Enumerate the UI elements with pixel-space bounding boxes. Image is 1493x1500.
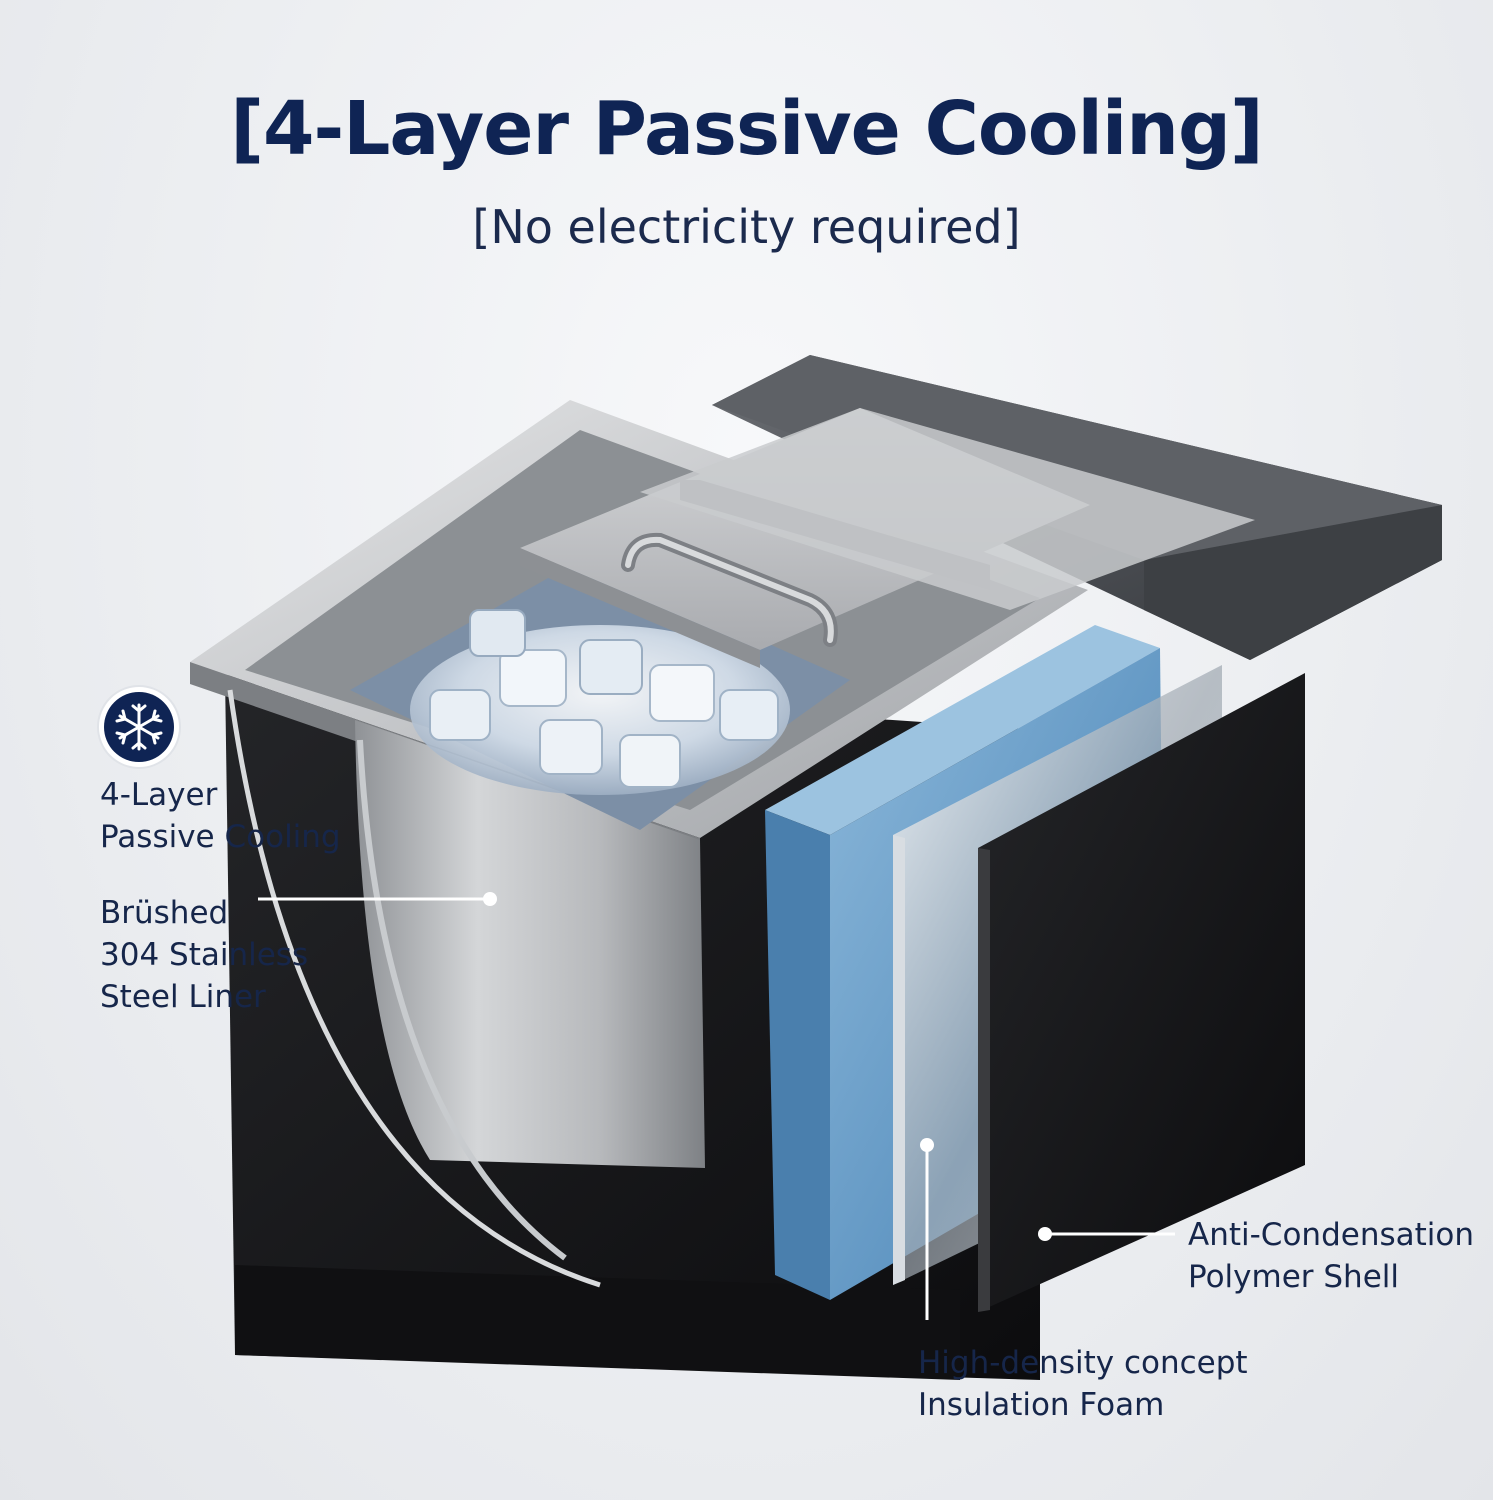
steel-liner [227,689,705,1288]
liner-callout: Brüshed 304 Stainless Steel Liner [100,892,308,1018]
foam-callout-line1: High-density concept [918,1345,1248,1381]
badge-label-line1: 4-Layer [100,777,218,813]
shell-panel [978,673,1305,1312]
liner-callout-line1: Brüshed [100,895,229,931]
badge-label: 4-Layer Passive Cooling [100,774,341,858]
shell-callout-line1: Anti-Condensation [1188,1217,1474,1253]
shell-callout-line2: Polymer Shell [1188,1259,1400,1295]
liner-callout-line2: 304 Stainless [100,937,309,973]
snowflake-icon [97,685,181,769]
foam-callout-line2: Insulation Foam [918,1387,1165,1423]
page-subtitle: [No electricity required] [472,200,1021,254]
shell-callout: Anti-Condensation Polymer Shell [1188,1214,1474,1298]
liner-callout-line3: Steel Liner [100,979,266,1015]
badge-label-line2: Passive Cooling [100,819,341,855]
cooler-lids [520,408,1255,668]
callout-lines [258,892,1175,1320]
foam-callout: High-density concept Insulation Foam [918,1342,1248,1426]
page-title: [4-Layer Passive Cooling] [230,86,1264,172]
